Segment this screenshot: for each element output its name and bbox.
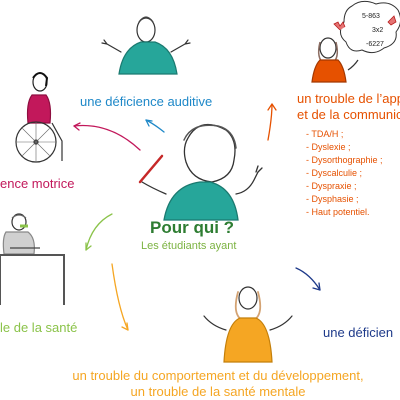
arrow-sante <box>85 213 113 251</box>
label-visuelle: une déficien <box>323 325 394 340</box>
bubble-line-3: -6227 <box>366 41 384 48</box>
list-item: TDA/H ; <box>306 128 383 141</box>
label-sante: le de la santé <box>0 320 78 335</box>
list-item: Dysphasie ; <box>306 193 383 206</box>
person-central-illustration <box>138 123 263 221</box>
person-auditive-illustration <box>101 16 191 75</box>
hub-subtitle: Les étudiants ayant <box>141 240 237 252</box>
person-comportement-illustration <box>203 286 293 363</box>
person-apprentissage-illustration <box>311 37 359 83</box>
list-item: Dyslexie ; <box>306 141 383 154</box>
learning-disorders-list: TDA/H ; Dyslexie ; Dysorthographie ; Dys… <box>306 128 383 219</box>
person-sante-illustration <box>0 213 65 305</box>
label-auditive: une déficience auditive <box>80 94 213 109</box>
person-motrice-illustration <box>15 72 63 163</box>
label-apprentissage: un trouble de l’app et de la communic <box>297 91 400 123</box>
hub-title: Pour qui ? <box>150 218 235 237</box>
list-item: Haut potentiel. <box>306 206 383 219</box>
label-comportement: un trouble du comportement et du dévelop… <box>68 368 368 400</box>
label-apprentissage-line-1: un trouble de l’app <box>297 91 400 106</box>
label-comportement-line-1: un trouble du comportement et du dévelop… <box>72 368 364 383</box>
label-apprentissage-line-2: et de la communic <box>297 107 400 122</box>
arrow-comportement <box>111 263 129 331</box>
bubble-line-2: 3x2 <box>372 27 383 34</box>
label-motrice: ence motrice <box>0 176 75 191</box>
arrow-apprentissage <box>267 103 273 141</box>
bubble-line-1: 5-863 <box>362 13 380 20</box>
list-item: Dyscalculie ; <box>306 167 383 180</box>
thought-bubble: 5-863 3x2 -6227 <box>333 0 400 54</box>
label-comportement-line-2: un trouble de la santé mentale <box>130 384 306 399</box>
arrow-visuelle <box>295 267 321 291</box>
arrow-motrice <box>73 124 141 151</box>
list-item: Dysorthographie ; <box>306 154 383 167</box>
arrows <box>73 103 321 331</box>
list-item: Dyspraxie ; <box>306 180 383 193</box>
